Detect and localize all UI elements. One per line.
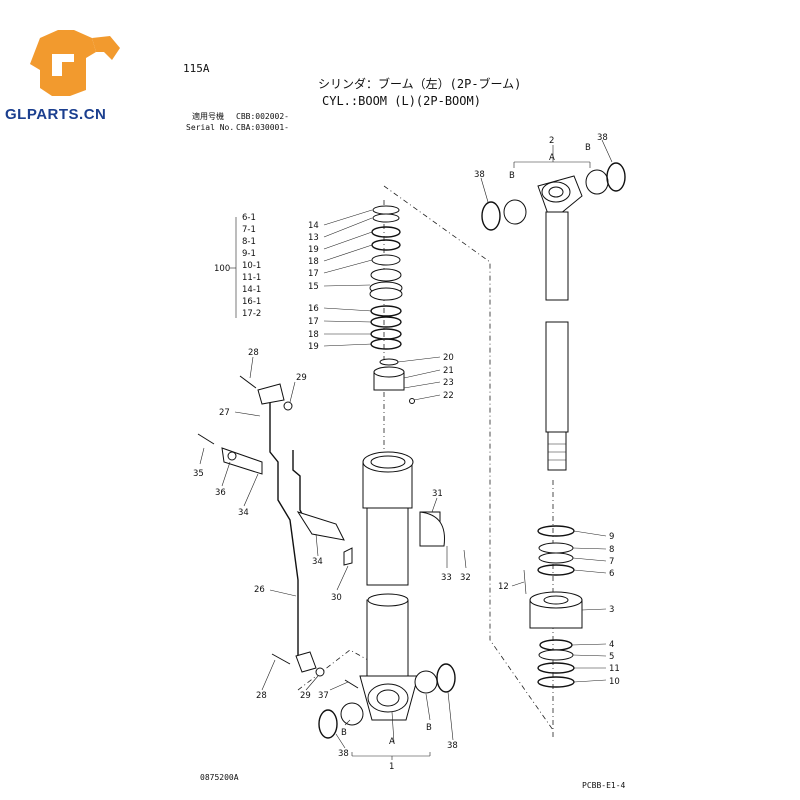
- callout-label: 6: [609, 569, 614, 579]
- piston-seal-stack: [523, 525, 583, 688]
- callout-label: 2: [549, 136, 554, 146]
- serial-label-en: Serial No.: [186, 123, 234, 132]
- callout-label: 38: [597, 133, 608, 143]
- kit-list: 100 6-1 7-1 8-1 9-1 10-1 11-1 14-1 16-1 …: [214, 213, 261, 319]
- callout-label: 29: [296, 373, 307, 383]
- callout-label: 23: [443, 378, 454, 388]
- callout-label: 22: [443, 391, 454, 401]
- callout-label: 18: [308, 257, 319, 267]
- piston-rod: [481, 162, 626, 471]
- kit-item: 9-1: [242, 249, 256, 259]
- excavator-arm-icon: [92, 36, 120, 60]
- callout-label: 29: [300, 691, 311, 701]
- serial-1: CBB:002002-: [236, 112, 289, 121]
- callout-label: 31: [432, 489, 443, 499]
- callout-label: 3: [609, 605, 614, 615]
- callout-label: 9: [609, 532, 614, 542]
- callout-label: 19: [308, 245, 319, 255]
- callout-label: A: [389, 737, 395, 747]
- title-en: CYL.:BOOM (L)(2P-BOOM): [322, 94, 481, 108]
- kit-item: 6-1: [242, 213, 256, 223]
- kit-item: 17-2: [242, 309, 261, 319]
- callout-label: B: [585, 143, 591, 153]
- callout-label: 17: [308, 269, 319, 279]
- serial-label-jp: 適用号機: [192, 111, 224, 121]
- kit-number: 100: [214, 264, 230, 274]
- callout-label: 30: [331, 593, 342, 603]
- callout-label: 13: [308, 233, 319, 243]
- callout-label: 4: [609, 640, 614, 650]
- callout-label: 16: [308, 304, 319, 314]
- callout-label: 11: [609, 664, 620, 674]
- callout-label: 26: [254, 585, 265, 595]
- callout-label: 33: [441, 573, 452, 583]
- clamp-band: [419, 511, 445, 547]
- callout-label: 18: [308, 330, 319, 340]
- leader-lines: [199, 139, 613, 760]
- callout-label: 20: [443, 353, 454, 363]
- serial-2: CBA:030001-: [236, 123, 289, 132]
- kit-item: 8-1: [242, 237, 256, 247]
- callout-label: 15: [308, 282, 319, 292]
- callout-label: 38: [474, 170, 485, 180]
- callout-label: 7: [609, 557, 614, 567]
- callout-label: A: [549, 153, 555, 163]
- callout-label: 21: [443, 366, 454, 376]
- callout-label: 38: [447, 741, 458, 751]
- drawing-number: 0875200A: [200, 773, 239, 782]
- callout-label: 34: [312, 557, 323, 567]
- callout-label: B: [509, 171, 515, 181]
- callout-label: 28: [256, 691, 267, 701]
- kit-item: 7-1: [242, 225, 256, 235]
- callout-label: 36: [215, 488, 226, 498]
- kit-item: 11-1: [242, 273, 261, 283]
- brand-logo: GLPARTS.CN: [5, 30, 120, 123]
- callout-label: 14: [308, 221, 319, 231]
- callout-label: 34: [238, 508, 249, 518]
- callouts: 2 38 38 A B B 14 13 19 18 17 15 16 17 18…: [193, 133, 620, 772]
- callout-label: 19: [308, 342, 319, 352]
- cylinder-tube: [318, 451, 456, 739]
- callout-label: 38: [338, 749, 349, 759]
- kit-item: 16-1: [242, 297, 261, 307]
- callout-label: 32: [460, 573, 471, 583]
- page-id: 115A: [183, 62, 210, 75]
- callout-label: 12: [498, 582, 509, 592]
- cylinder-head-stack: [369, 205, 415, 404]
- callout-label: 8: [609, 545, 614, 555]
- page-code: PCBB-E1-4: [582, 781, 626, 790]
- callout-label: 37: [318, 691, 329, 701]
- callout-label: 27: [219, 408, 230, 418]
- brand-name: GLPARTS.CN: [5, 106, 106, 123]
- callout-label: 35: [193, 469, 204, 479]
- callout-label: B: [341, 728, 347, 738]
- pipe-assembly: [197, 375, 359, 689]
- callout-label: 28: [248, 348, 259, 358]
- title-jp: シリンダ：ブーム（左）(2P-ブーム): [318, 76, 521, 91]
- callout-label: 1: [389, 762, 394, 772]
- callout-label: 17: [308, 317, 319, 327]
- callout-label: 10: [609, 677, 620, 687]
- callout-label: B: [426, 723, 432, 733]
- kit-item: 14-1: [242, 285, 261, 295]
- callout-label: 5: [609, 652, 614, 662]
- kit-item: 10-1: [242, 261, 261, 271]
